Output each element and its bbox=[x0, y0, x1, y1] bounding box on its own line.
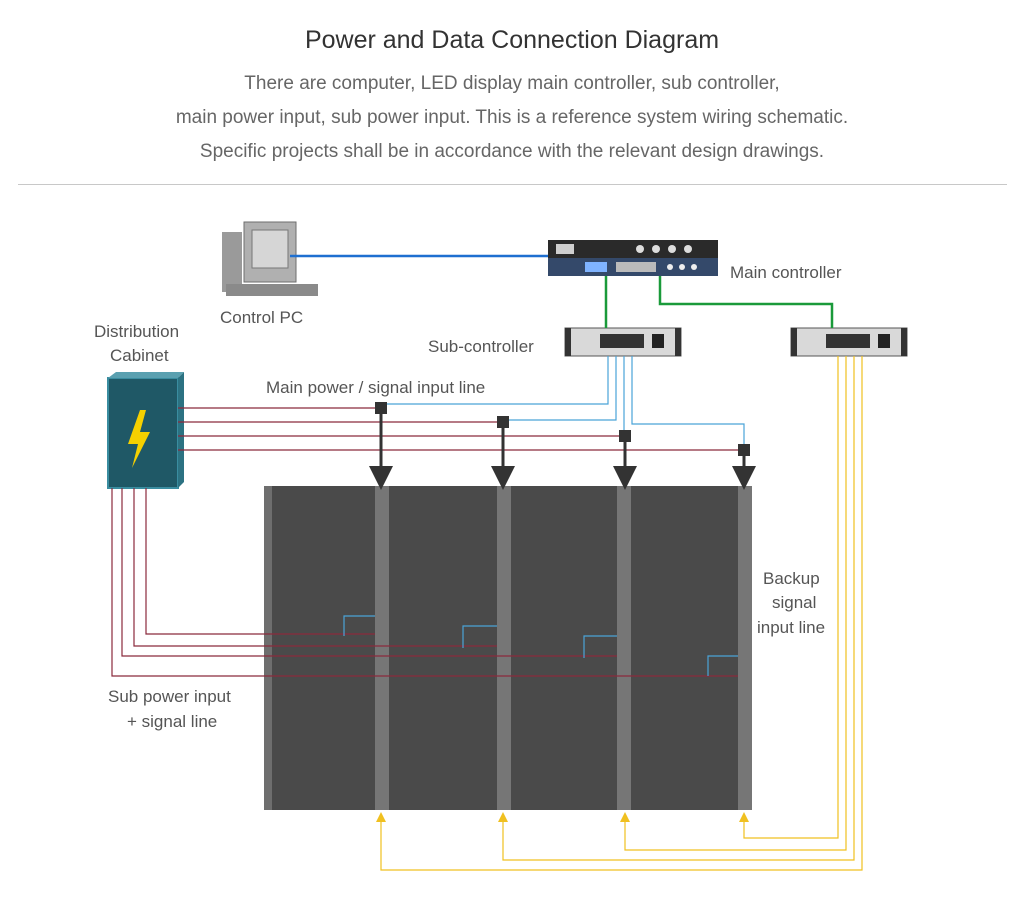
label-control-pc: Control PC bbox=[220, 308, 303, 327]
drop-connectors bbox=[369, 402, 756, 490]
label-backup-2: signal bbox=[772, 593, 816, 612]
backup-signal-lines bbox=[380, 356, 863, 871]
sub-controller-device-backup bbox=[790, 327, 908, 357]
led-screen bbox=[264, 486, 752, 810]
label-sub-power-1: Sub power input bbox=[108, 687, 231, 706]
label-sub-controller: Sub-controller bbox=[428, 337, 534, 356]
backup-arrows bbox=[376, 812, 749, 822]
controller-link-line bbox=[658, 276, 834, 328]
screen-column-divider bbox=[375, 486, 389, 810]
label-backup-1: Backup bbox=[763, 569, 820, 588]
label-distribution: Distribution bbox=[94, 322, 179, 341]
description-line-2: main power input, sub power input. This … bbox=[175, 107, 849, 128]
main-signal-lines bbox=[380, 356, 745, 446]
screen-column-divider bbox=[738, 486, 752, 810]
diagram-title: Power and Data Connection Diagram bbox=[304, 26, 720, 54]
lightning-icon bbox=[128, 410, 150, 468]
sub-signal-lines bbox=[343, 615, 738, 676]
label-sub-power-2: + signal line bbox=[127, 712, 217, 731]
label-main-controller: Main controller bbox=[730, 263, 842, 282]
description-line-3: Specific projects shall be in accordance… bbox=[199, 141, 825, 162]
label-main-power: Main power / signal input line bbox=[266, 378, 485, 397]
screen-column-divider bbox=[497, 486, 511, 810]
sub-power-lines bbox=[111, 488, 738, 677]
sub-controller-device bbox=[564, 327, 682, 357]
description-line-1: There are computer, LED display main con… bbox=[244, 73, 780, 94]
computer-icon bbox=[222, 221, 318, 296]
divider bbox=[18, 184, 1007, 185]
label-cabinet: Cabinet bbox=[110, 346, 169, 365]
distribution-cabinet bbox=[107, 372, 184, 489]
main-controller-device bbox=[548, 240, 718, 276]
main-power-lines bbox=[178, 407, 744, 451]
screen-column-divider bbox=[617, 486, 631, 810]
label-backup-3: input line bbox=[757, 618, 825, 637]
